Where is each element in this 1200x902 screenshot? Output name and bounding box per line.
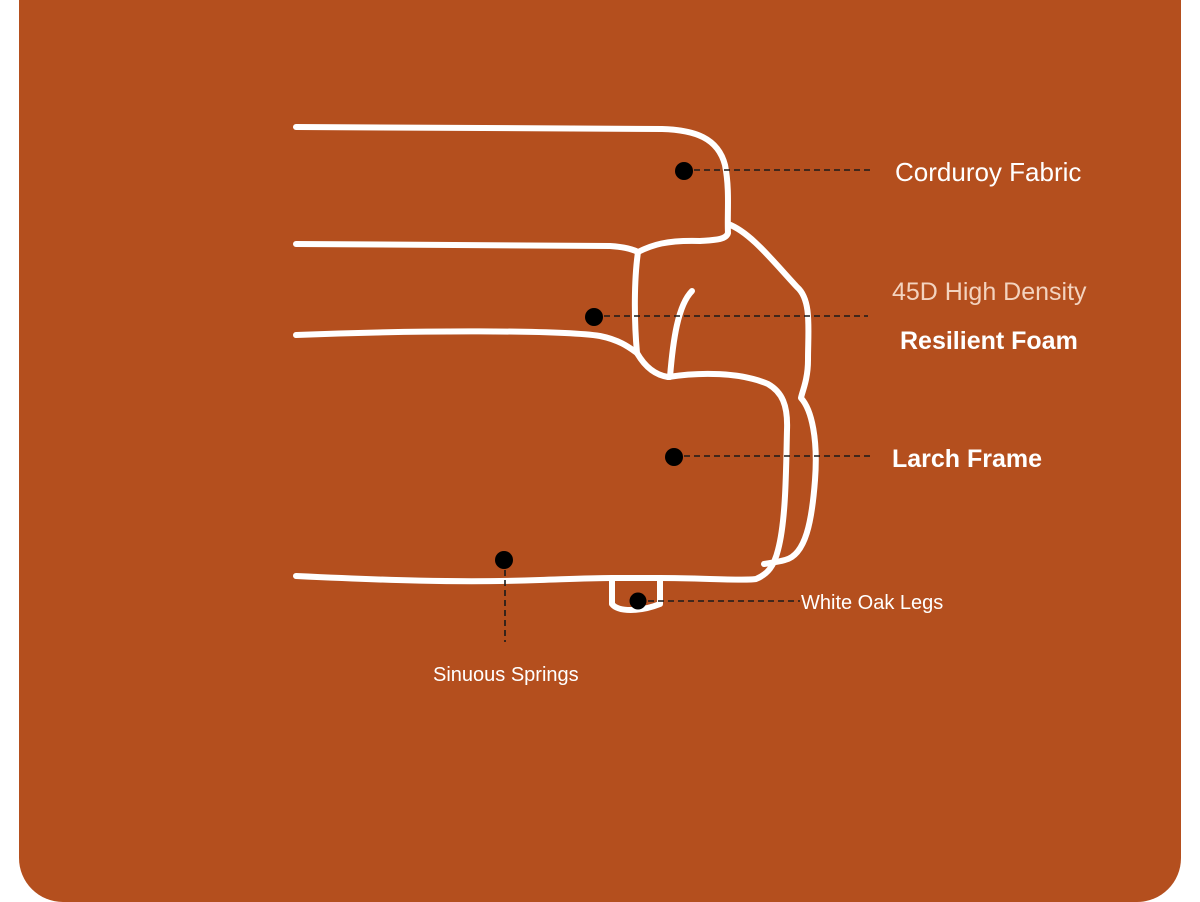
label-larch-frame: Larch Frame	[892, 445, 1043, 473]
leader-lines	[504, 169, 870, 642]
label-white-oak-legs: White Oak Legs	[801, 592, 944, 614]
label-corduroy-fabric: Corduroy Fabric	[895, 157, 1082, 187]
label-high-density: 45D High Density	[892, 278, 1087, 306]
dot-fabric	[675, 162, 693, 180]
base-outline	[293, 573, 663, 585]
foam-curl-outline	[667, 288, 695, 380]
dot-foam	[585, 308, 603, 326]
dot-frame	[665, 448, 683, 466]
cushion-top-outline	[293, 328, 640, 356]
arm-top-outline	[293, 124, 731, 244]
diagram-panel	[19, 0, 1181, 902]
leg-outline	[609, 577, 663, 613]
frame-front-outline	[657, 370, 791, 583]
dot-legs	[629, 592, 647, 610]
sofa-outline	[293, 124, 819, 613]
foam-divider-outline	[631, 249, 671, 380]
label-resilient-foam: Resilient Foam	[900, 327, 1078, 355]
arm-side-outline	[725, 221, 819, 567]
dot-springs	[495, 551, 513, 569]
marker-dots	[495, 162, 693, 610]
label-sinuous-springs: Sinuous Springs	[433, 664, 579, 686]
